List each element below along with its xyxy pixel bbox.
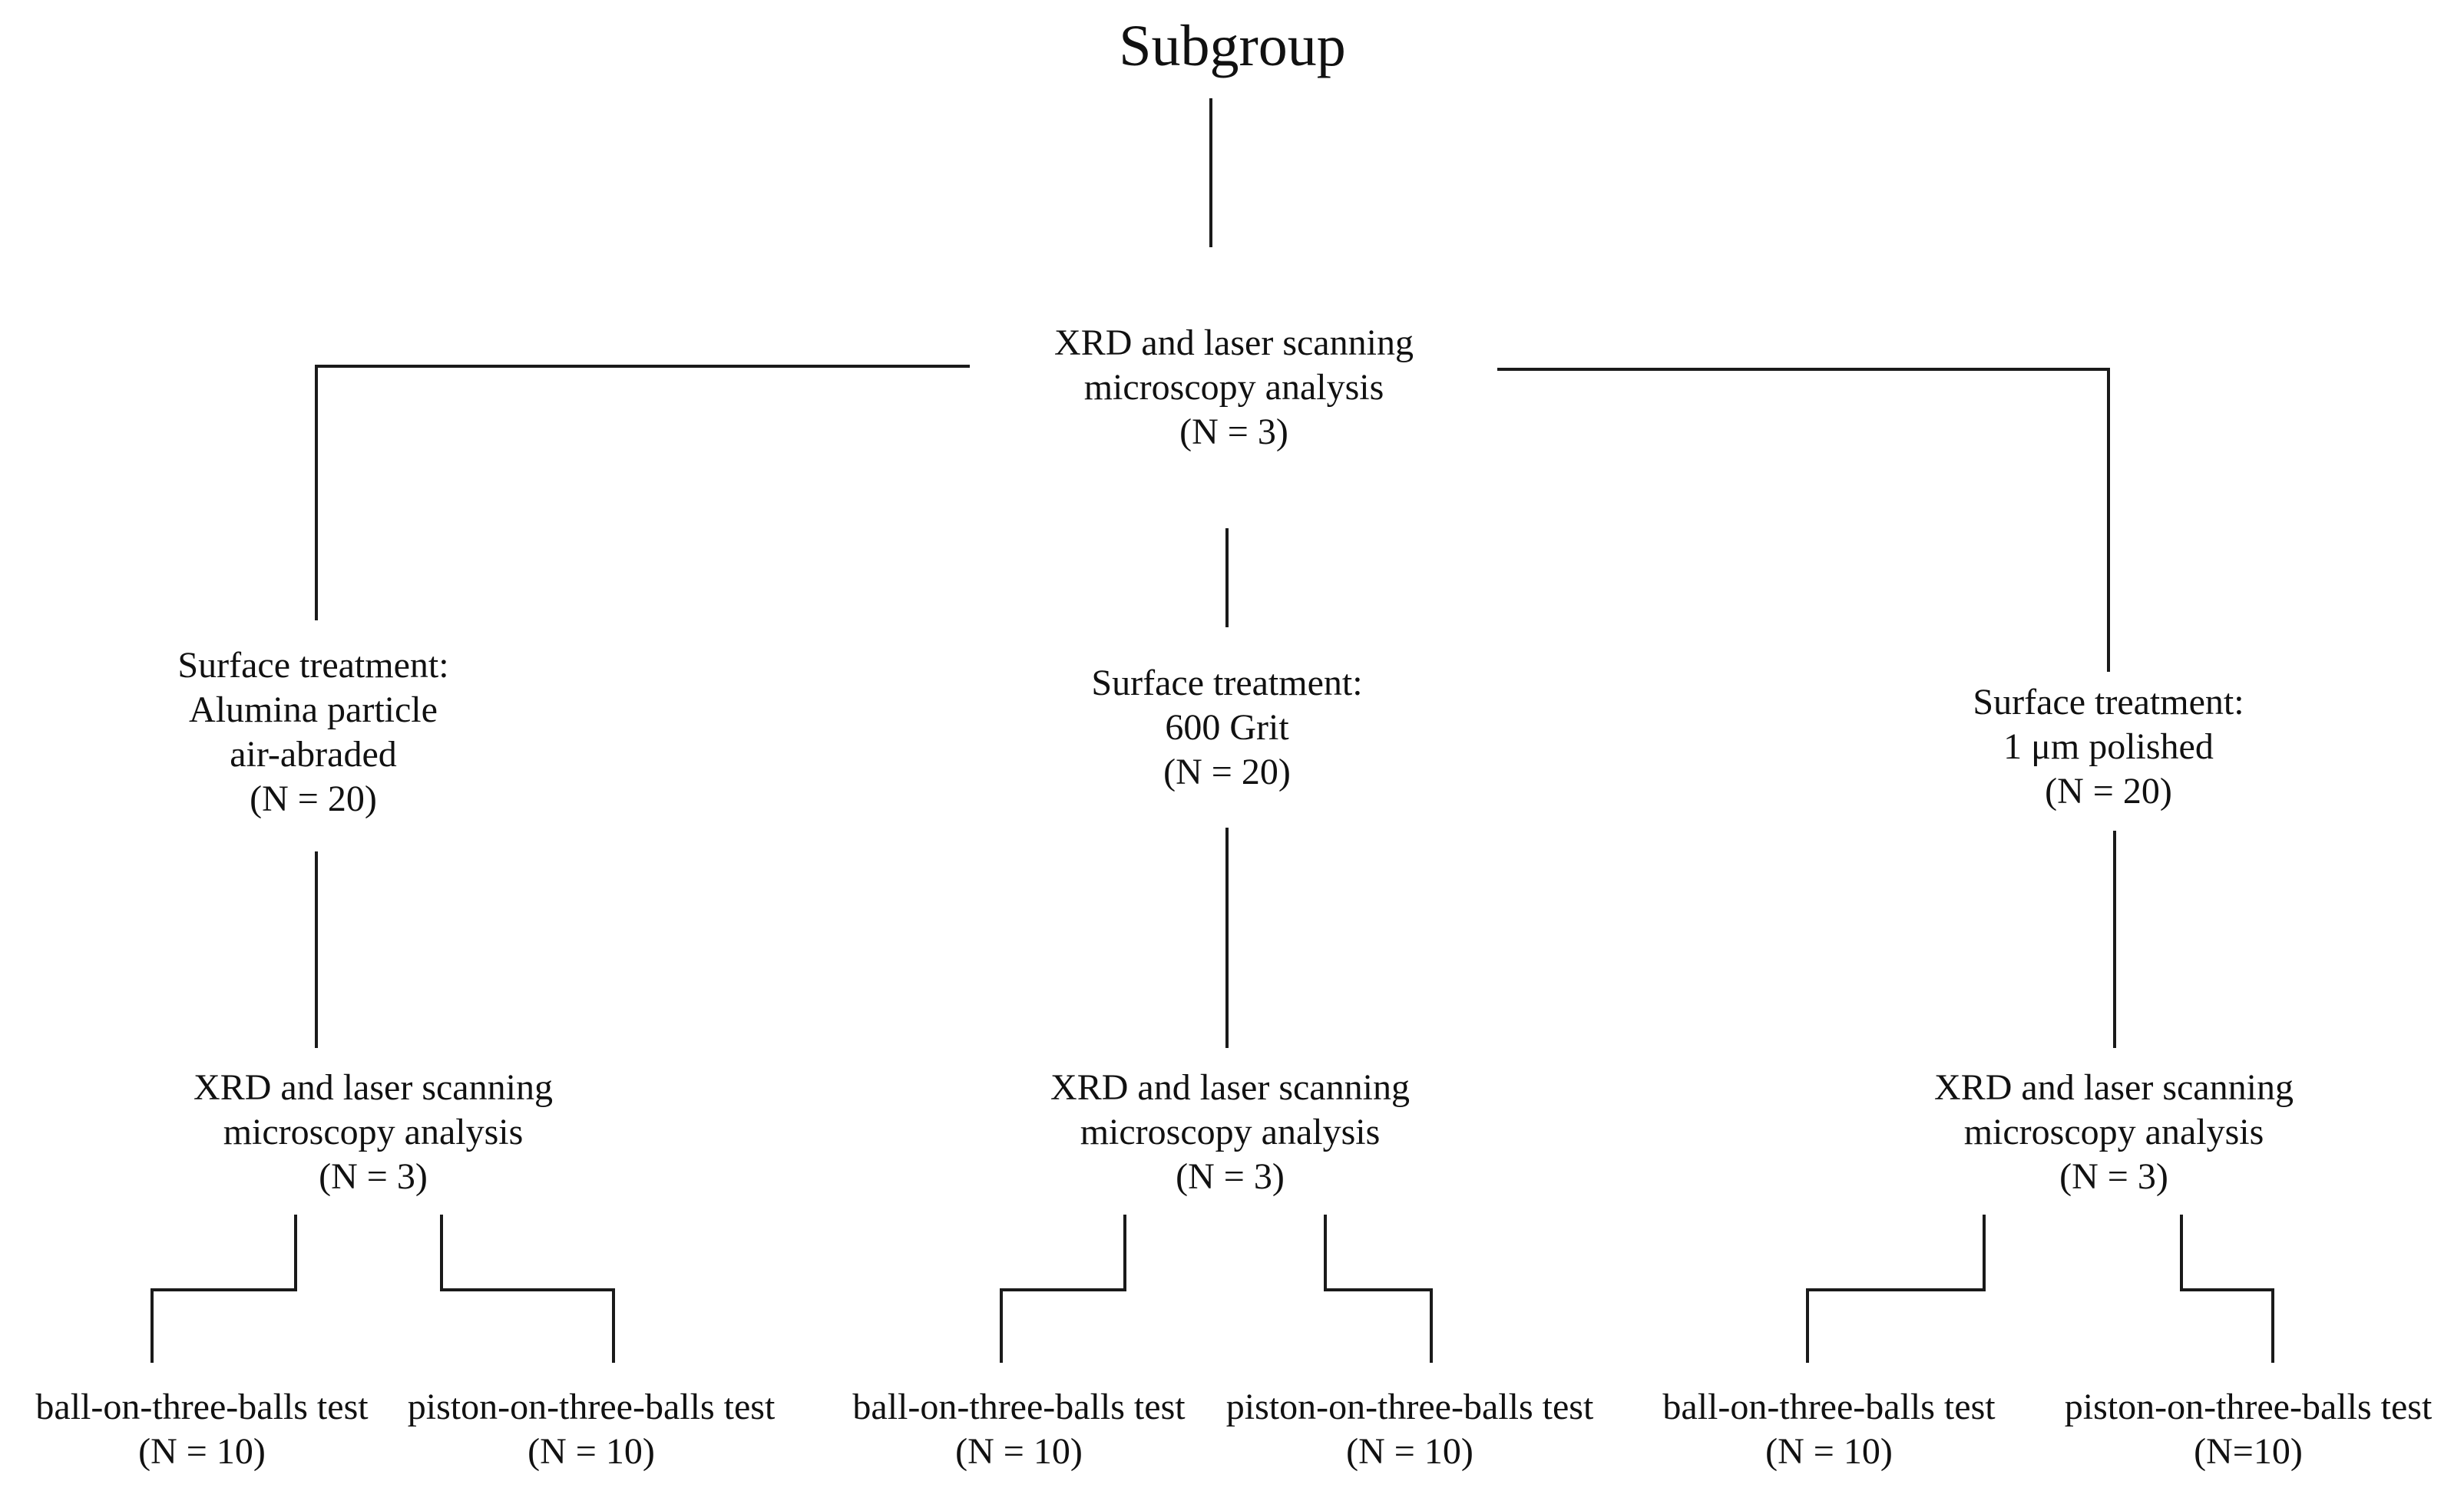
test-count: (N = 10) [1765, 1431, 1893, 1472]
test-label: ball-on-three-balls test [852, 1387, 1186, 1427]
node-line: Surface treatment: [1973, 682, 2244, 722]
test-count: (N=10) [2194, 1431, 2303, 1472]
node-line: air-abraded [230, 734, 397, 775]
node-line: Alumina particle [189, 689, 438, 730]
test-node-alumina-piston: piston-on-three-balls test (N = 10) [408, 1385, 776, 1474]
test-node-600-grit-ball: ball-on-three-balls test (N = 10) [852, 1385, 1185, 1474]
treatment-node-alumina: Surface treatment: Alumina particle air-… [177, 643, 448, 822]
node-line: (N = 3) [319, 1156, 428, 1197]
diagram-title: Subgroup [1119, 12, 1346, 80]
node-line: microscopy analysis [223, 1112, 524, 1152]
connector-root-right [1497, 368, 2110, 672]
test-node-1um-polished-ball: ball-on-three-balls test (N = 10) [1662, 1385, 1995, 1474]
connector-right-piston-test [2180, 1215, 2274, 1363]
node-line: XRD and laser scanning [1050, 1067, 1410, 1108]
node-line: microscopy analysis [1963, 1112, 2264, 1152]
diagram-title-text: Subgroup [1119, 14, 1346, 78]
connector-left-ball-test [150, 1215, 297, 1363]
node-line: 1 μm polished [2003, 726, 2214, 767]
analysis-node-alumina: XRD and laser scanning microscopy analys… [193, 1066, 553, 1199]
connector-middle-ball-test [1000, 1215, 1126, 1363]
test-node-600-grit-piston: piston-on-three-balls test (N = 10) [1226, 1385, 1594, 1474]
test-label: ball-on-three-balls test [1662, 1387, 1996, 1427]
test-count: (N = 10) [138, 1431, 266, 1472]
test-count: (N = 10) [1346, 1431, 1473, 1472]
node-line: (N = 20) [2045, 771, 2172, 812]
node-line: Surface treatment: [1091, 663, 1363, 703]
test-node-alumina-ball: ball-on-three-balls test (N = 10) [35, 1385, 368, 1474]
node-line: microscopy analysis [1080, 1112, 1381, 1152]
test-label: piston-on-three-balls test [407, 1387, 776, 1427]
test-label: piston-on-three-balls test [2064, 1387, 2433, 1427]
treatment-node-1um-polished: Surface treatment: 1 μm polished (N = 20… [1973, 680, 2244, 814]
node-line: 600 Grit [1165, 707, 1289, 748]
test-count: (N = 10) [528, 1431, 655, 1472]
node-line: (N = 20) [1163, 752, 1291, 792]
node-line: XRD and laser scanning [1054, 322, 1414, 363]
node-line: (N = 3) [1176, 1156, 1285, 1197]
test-label: ball-on-three-balls test [35, 1387, 369, 1427]
test-node-1um-polished-piston: piston-on-three-balls test (N=10) [2065, 1385, 2433, 1474]
node-line: XRD and laser scanning [193, 1067, 553, 1108]
connector-root-left [315, 365, 970, 620]
node-line: (N = 3) [2059, 1156, 2168, 1197]
node-line: XRD and laser scanning [1934, 1067, 2294, 1108]
node-line: microscopy analysis [1083, 367, 1384, 408]
root-analysis-node: XRD and laser scanning microscopy analys… [1054, 321, 1414, 455]
connector-left-piston-test [440, 1215, 615, 1363]
node-line: (N = 3) [1179, 412, 1288, 452]
connector-middle-piston-test [1324, 1215, 1433, 1363]
node-line: Surface treatment: [177, 645, 449, 686]
test-count: (N = 10) [955, 1431, 1083, 1472]
analysis-node-600-grit: XRD and laser scanning microscopy analys… [1050, 1066, 1410, 1199]
connector-right-ball-test [1806, 1215, 1986, 1363]
test-label: piston-on-three-balls test [1225, 1387, 1594, 1427]
treatment-node-600-grit: Surface treatment: 600 Grit (N = 20) [1091, 661, 1362, 795]
node-line: (N = 20) [250, 779, 377, 819]
analysis-node-1um-polished: XRD and laser scanning microscopy analys… [1934, 1066, 2294, 1199]
